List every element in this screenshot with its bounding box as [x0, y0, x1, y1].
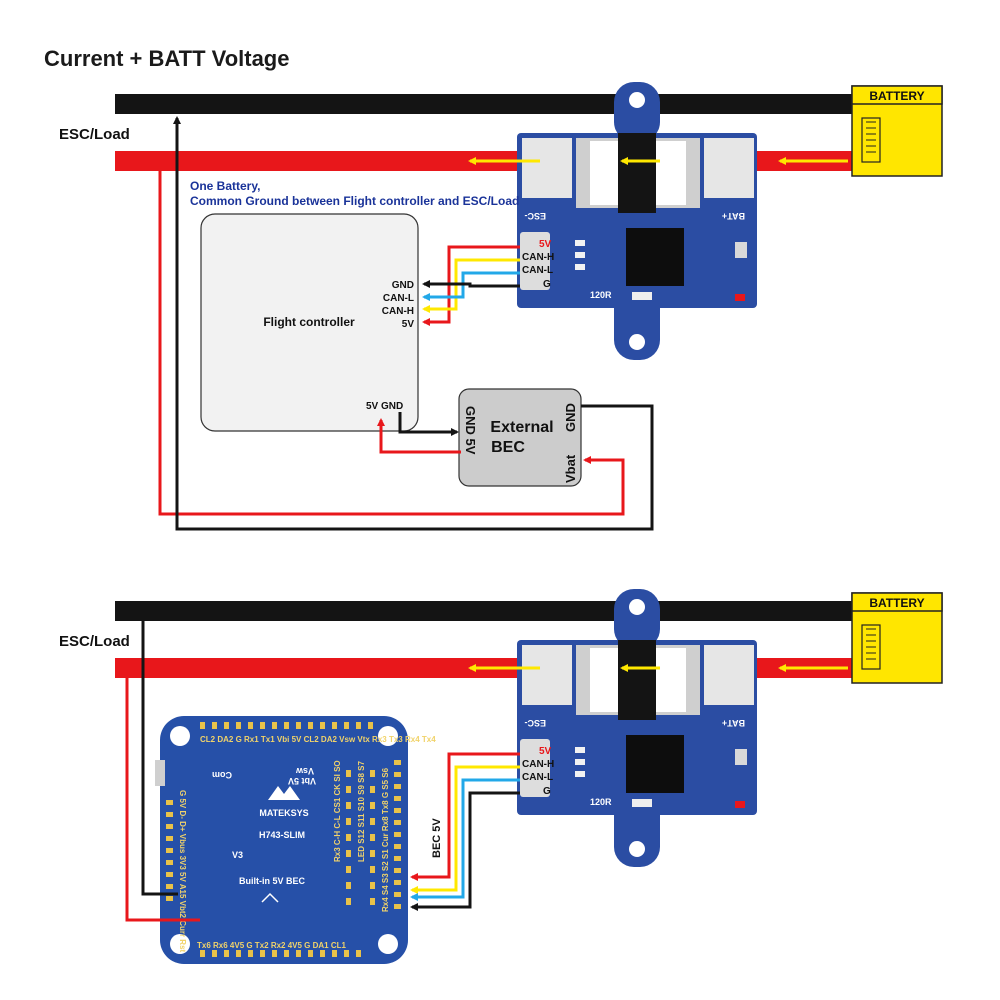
top-fc-pin-canl: CAN-L	[383, 293, 414, 304]
top-wire-bec-5v	[377, 418, 461, 454]
bottom-current-sensor: ESC- BAT+ 120R 5V CAN-H CAN-L G	[517, 589, 757, 867]
top-bec-title-1: External	[490, 419, 553, 436]
bottom-sensor-resistor: 120R	[590, 797, 612, 807]
top-external-bec	[458, 388, 582, 487]
bottom-fc-left-pads: G 5V D- D+ Vbus 3V3 5V A15 Vbt2 Curr Rst	[178, 790, 187, 953]
bottom-sensor-silk-esc: ESC-	[524, 718, 546, 728]
bottom-wire-ground	[141, 621, 178, 896]
bottom-sensor-pin-5v: 5V	[539, 746, 552, 757]
bottom-fc-inner-pads-1: LED S12 S11 S10 S9 S8 S7	[357, 760, 366, 862]
top-note-line1: One Battery,	[190, 179, 260, 193]
top-sensor-silk-esc: ESC-	[524, 211, 546, 221]
bottom-sensor-pin-canl: CAN-L	[522, 772, 553, 783]
top-wire-vbat	[158, 171, 625, 516]
top-esc-label: ESC/Load	[59, 126, 130, 143]
bottom-fc-version: V3	[232, 850, 243, 860]
bottom-battery-label: BATTERY	[869, 596, 924, 610]
top-fc-pin-canh: CAN-H	[382, 306, 414, 317]
bottom-sensor-pin-canh: CAN-H	[522, 759, 554, 770]
top-fc-pin-gnd: GND	[392, 280, 414, 291]
bottom-fc-vsw: Vsw	[295, 766, 314, 776]
bottom-wire-vbat	[125, 678, 200, 922]
bottom-fc-vbt: Vbt 5V	[288, 776, 316, 786]
top-wiring: BATTERY ESC- BAT+	[59, 82, 943, 531]
top-bec-right-gnd: GND	[563, 403, 578, 432]
top-bec-right-vbat: Vbat	[563, 454, 578, 483]
diagram-title: Current + BATT Voltage	[44, 46, 289, 71]
bottom-wire-canl	[410, 778, 520, 901]
top-sensor-silk-bat: BAT+	[722, 211, 745, 221]
bottom-sensor-pin-g: G	[543, 786, 551, 797]
bottom-fc-right-pads: Rx4 S4 S3 S2 S1 Cur Rx8 Tx8 G S5 S6	[381, 767, 390, 912]
top-current-sensor: ESC- BAT+ 120R 5V CAN-H CAN-L G	[517, 82, 757, 360]
top-wire-gnd	[422, 280, 520, 288]
bottom-esc-label: ESC/Load	[59, 633, 130, 650]
top-sensor-pin-canh: CAN-H	[522, 252, 554, 263]
top-flight-controller	[200, 213, 419, 432]
bottom-negative-wire	[115, 601, 860, 621]
top-wire-ground-return	[173, 116, 654, 531]
bottom-fc-com: Com	[212, 770, 232, 780]
top-fc-label: Flight controller	[263, 315, 355, 329]
top-fc-pin-5v: 5V	[402, 319, 415, 330]
bottom-fc-logo-icon	[268, 786, 300, 800]
bottom-fc-model: H743-SLIM	[259, 830, 305, 840]
top-battery-label: BATTERY	[869, 89, 924, 103]
top-fc-power-pins: 5V GND	[366, 401, 403, 412]
bottom-wiring: BATTERY ESC- BAT+	[59, 589, 943, 964]
top-battery: BATTERY	[851, 85, 943, 177]
bottom-fc-bottom-pads: Tx6 Rx6 4V5 G Tx2 Rx2 4V5 G DA1 CL1	[197, 941, 347, 950]
top-sensor-pin-5v: 5V	[539, 239, 552, 250]
bottom-bec-wire-label: BEC 5V	[431, 818, 443, 858]
bottom-battery: BATTERY	[851, 592, 943, 684]
top-sensor-pin-canl: CAN-L	[522, 265, 553, 276]
bottom-wire-5v	[410, 752, 520, 881]
bottom-fc-brand: MATEKSYS	[259, 808, 308, 818]
bottom-wire-gnd	[410, 791, 520, 911]
bottom-sensor-silk-bat: BAT+	[722, 718, 745, 728]
bottom-fc-bec-note: Built-in 5V BEC	[239, 876, 306, 886]
top-negative-wire	[115, 94, 860, 114]
top-sensor-resistor: 120R	[590, 290, 612, 300]
bottom-fc-direction-icon	[261, 892, 279, 903]
bottom-fc-inner-pads-2: Rx3 C-H C-L CS1 CK SI SO	[333, 760, 342, 862]
top-bec-title-2: BEC	[491, 439, 525, 456]
bottom-flight-controller: CL2 DA2 G Rx1 Tx1 Vbi 5V CL2 DA2 Vsw Vtx…	[155, 716, 436, 964]
bottom-wire-canh	[410, 765, 520, 894]
top-note-line2: Common Ground between Flight controller …	[190, 194, 519, 208]
top-bec-left-pins: GND 5V	[463, 406, 478, 455]
top-sensor-pin-g: G	[543, 279, 551, 290]
top-wire-bec-gnd	[398, 412, 459, 436]
bottom-fc-top-pads: CL2 DA2 G Rx1 Tx1 Vbi 5V CL2 DA2 Vsw Vtx…	[200, 735, 436, 744]
